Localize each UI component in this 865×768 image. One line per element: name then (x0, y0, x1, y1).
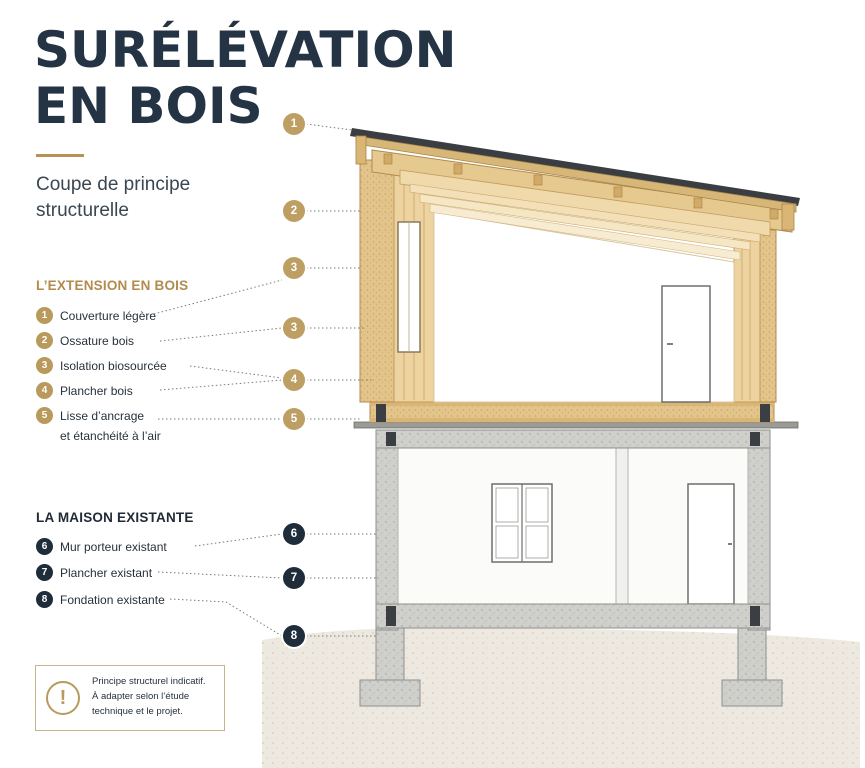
existing-heading: LA MAISON EXISTANTE (36, 510, 194, 525)
extension-heading: L’EXTENSION EN BOIS (36, 278, 189, 293)
note-line-1: Principe structurel indicatif. (92, 676, 206, 687)
legend-label: Plancher bois (60, 384, 133, 398)
title-divider (36, 154, 84, 157)
legend-badge: 5 (36, 407, 53, 424)
legend-badge: 6 (36, 538, 53, 555)
note-line-3: technique et le projet. (92, 706, 183, 717)
callout-3a: 3 (283, 257, 305, 279)
footing-left (359, 679, 421, 707)
ground (262, 627, 860, 768)
interior-partition (615, 447, 629, 605)
note-line-2: À adapter selon l’étude (92, 691, 190, 702)
legend-badge: 3 (36, 357, 53, 374)
disclaimer-note: ! Principe structurel indicatif. À adapt… (35, 665, 225, 731)
subtitle-line-1: Coupe de principe (36, 174, 191, 195)
foundation-left (375, 627, 405, 683)
legend-label: Couverture légère (60, 309, 157, 323)
legend-badge: 4 (36, 382, 53, 399)
wood-floor (369, 401, 775, 423)
legend-label: Isolation biosourcée (60, 359, 167, 373)
note-text: Principe structurel indicatif. À adapter… (92, 674, 206, 719)
legend-item-7: 7 Plancher existant (36, 563, 152, 583)
roof-structure (371, 149, 793, 261)
legend-badge: 2 (36, 332, 53, 349)
page-title: SURÉLÉVATION EN BOIS (34, 22, 456, 134)
upper-door (661, 285, 711, 403)
subtitle: Coupe de principe structurelle (36, 172, 190, 224)
foundation-right (737, 627, 767, 683)
legend-item-4: 4 Plancher bois (36, 381, 133, 401)
legend-label: Fondation existante (60, 593, 165, 607)
legend-label: Mur porteur existant (60, 540, 167, 554)
existing-floor-lower (375, 603, 771, 629)
callout-8: 8 (283, 625, 305, 647)
existing-wall-left (375, 431, 399, 631)
legend-badge: 7 (36, 564, 53, 581)
legend-item-2: 2 Ossature bois (36, 331, 134, 351)
title-line-1: SURÉLÉVATION (34, 21, 457, 79)
timber-wall-left (359, 159, 435, 403)
callout-6: 6 (283, 523, 305, 545)
callout-3b: 3 (283, 317, 305, 339)
legend-item-8: 8 Fondation existante (36, 590, 165, 610)
legend-item-1: 1 Couverture légère (36, 306, 156, 326)
upper-room (433, 211, 735, 403)
legend-label-line-2: et étanchéité à l’air (60, 429, 161, 443)
sill-membrane (353, 421, 799, 429)
callout-2: 2 (283, 200, 305, 222)
legend-item-3: 3 Isolation biosourcée (36, 356, 167, 376)
leader-lines (149, 123, 378, 637)
existing-door (687, 483, 735, 605)
callout-7: 7 (283, 567, 305, 589)
legend-badge: 8 (36, 591, 53, 608)
legend-item-5: 5 Lisse d’ancrage et étanchéité à l’air (36, 406, 161, 446)
legend-item-6: 6 Mur porteur existant (36, 537, 167, 557)
callout-1: 1 (283, 113, 305, 135)
warning-icon: ! (46, 681, 80, 715)
legend-badge: 1 (36, 307, 53, 324)
timber-wall-right (733, 229, 777, 403)
callout-4: 4 (283, 369, 305, 391)
footing-right (721, 679, 783, 707)
callout-5: 5 (283, 408, 305, 430)
existing-wall-right (747, 431, 771, 631)
subtitle-line-2: structurelle (36, 200, 129, 221)
existing-window (491, 483, 553, 563)
legend-label: Lisse d’ancrage (60, 409, 145, 423)
roof-covering (350, 128, 800, 231)
legend-label: Ossature bois (60, 334, 135, 348)
title-line-2: EN BOIS (34, 77, 263, 135)
existing-floor (375, 429, 771, 449)
legend-label: Plancher existant (60, 566, 153, 580)
